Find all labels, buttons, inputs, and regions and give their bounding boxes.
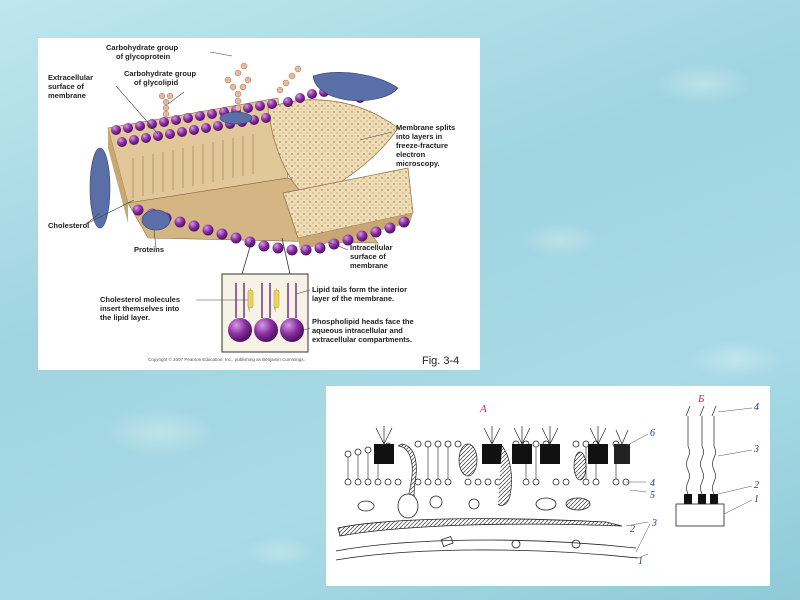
label-splits-5: microscopy. [396,159,440,168]
label-cholesterol: Cholesterol [48,221,89,230]
number-a-4: 4 [650,478,655,489]
label-intracellular-3: membrane [350,261,388,270]
membrane-illustration-panel: Carbohydrate group of glycoprotein Carbo… [38,38,480,370]
schematic-tails [347,447,617,479]
schematic-heads-bottom [344,478,630,486]
label-intracellular-1: Intracellular [350,243,393,252]
label-extracellular-3: membrane [48,91,86,100]
membrane-illustration: Carbohydrate group of glycoprotein Carbo… [48,43,459,367]
label-chol-insert-2: insert themselves into [100,304,180,313]
glycolipid-carbohydrate [158,92,174,118]
label-splits-3: freeze-fracture [396,141,448,150]
copyright-text: Copyright © 2007 Pearson Education, Inc.… [148,356,305,362]
label-carb-glycoprotein-2: of glycoprotein [116,52,171,61]
heading-a: А [479,403,487,415]
label-extracellular-2: surface of [48,82,84,91]
number-b-2: 2 [754,480,759,491]
number-a-3: 3 [651,518,657,529]
label-chol-insert-1: Cholesterol molecules [100,295,180,304]
label-carb-glycoprotein-1: Carbohydrate group [106,43,179,52]
membrane-schematic: А Б [335,393,759,567]
schematic-vesicles [357,495,591,549]
label-chol-insert-3: the lipid layer. [100,313,150,322]
number-b-1: 1 [754,494,759,505]
label-splits-4: electron [396,150,426,159]
label-tails-2: layer of the membrane. [312,294,394,303]
leader-lines [85,51,393,331]
schematic-sheath [335,518,639,561]
figure-number: Fig. 3-4 [422,355,459,367]
schematic-proteins [374,443,630,519]
number-a-2: 2 [630,524,635,535]
membrane-schematic-panel: А Б [326,386,770,586]
glycoprotein-carbohydrate [224,62,302,112]
schematic-leaders-a [625,433,651,559]
label-intracellular-2: surface of [350,252,386,261]
number-a-1: 1 [638,556,643,567]
inset-box [221,237,309,353]
heading-b: Б [697,393,705,405]
label-tails-1: Lipid tails form the interior [312,285,407,294]
label-carb-glycolipid-2: of glycolipid [134,78,179,87]
fracture-layer [267,99,414,250]
phospholipid-heads-top [111,87,365,147]
number-a-6: 6 [650,428,655,439]
label-heads-3: extracellular compartments. [312,335,412,344]
label-proteins: Proteins [134,245,164,254]
number-b-4: 4 [754,402,759,413]
label-heads-1: Phospholipid heads face the [312,317,414,326]
label-splits-1: Membrane splits [396,123,455,132]
label-splits-2: into layers in [396,132,443,141]
number-a-5: 5 [650,490,655,501]
label-carb-glycolipid-1: Carbohydrate group [124,69,197,78]
label-heads-2: aqueous intracellular and [312,326,403,335]
membrane-proteins [89,72,399,231]
schematic-inset-b [675,405,753,527]
schematic-glycocalyx [375,426,629,445]
label-extracellular-1: Extracellular [48,73,93,82]
number-b-3: 3 [753,444,759,455]
